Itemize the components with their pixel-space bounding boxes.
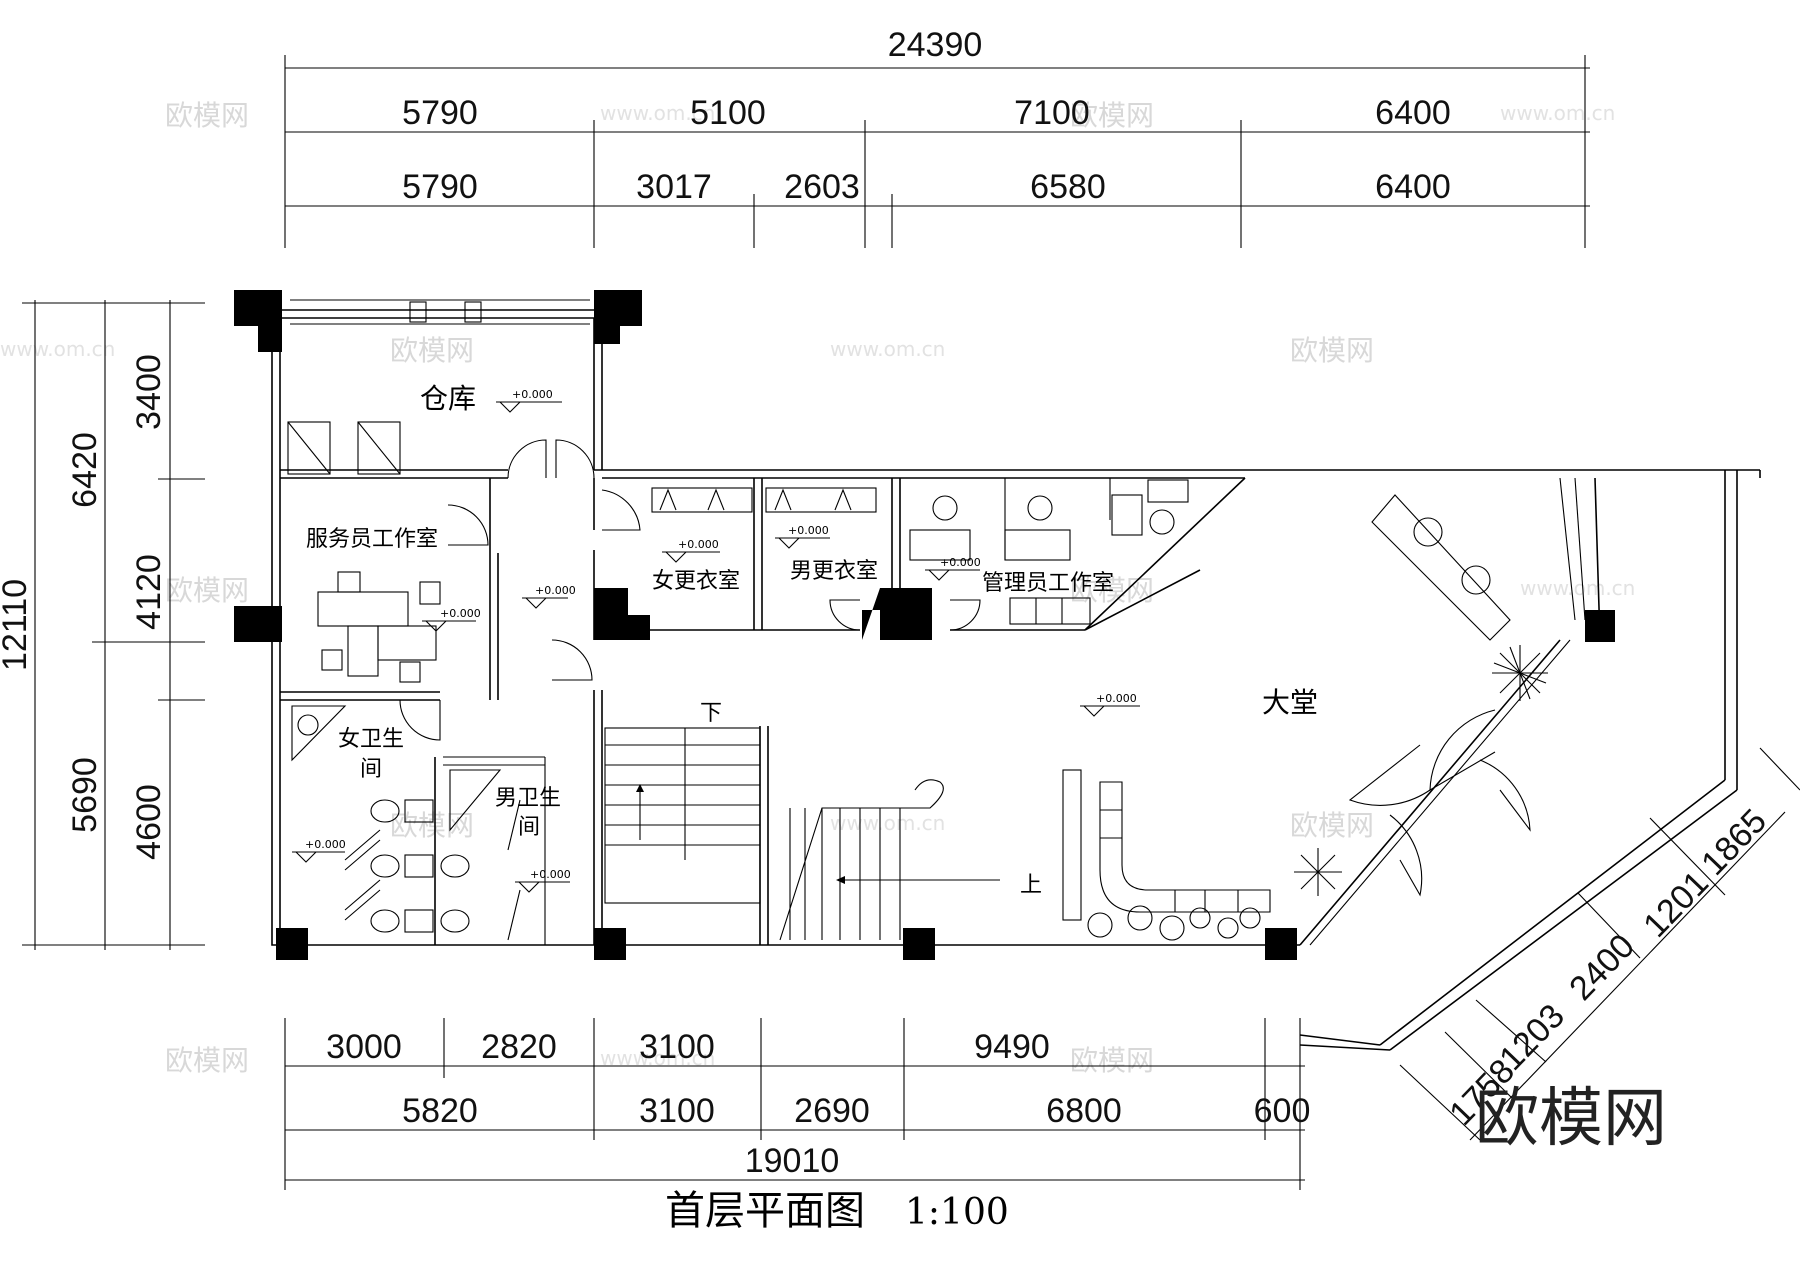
dim-bottom-9: 600 — [1254, 1092, 1311, 1130]
watermark: 欧模网 — [165, 99, 249, 132]
watermark-url: www.om.cn — [1500, 101, 1615, 125]
watermark-url: www.om.cn — [0, 337, 115, 361]
room-female-wc-line2: 间 — [360, 757, 382, 782]
dim-top-1: 5790 — [402, 94, 478, 132]
bottom-dimensions: 3000 2820 3100 9490 5820 3100 2690 6800 … — [284, 1018, 1311, 1190]
watermark-url: www.om.cn — [1520, 576, 1635, 600]
dim-overall-bottom: 19010 — [745, 1142, 840, 1180]
room-labels: 仓库 服务员工作室 女卫生 间 男卫生 间 女更衣室 男更衣室 管理员工作室 大… — [306, 382, 1318, 898]
dim-top-5: 5790 — [402, 168, 478, 206]
service-office-furniture — [317, 571, 441, 683]
watermark: 欧模网 — [390, 334, 474, 367]
dim-left-4: 4120 — [130, 554, 168, 630]
doors — [399, 439, 1531, 897]
level-label: +0.000 — [678, 538, 719, 551]
level-label: +0.000 — [788, 524, 829, 537]
dim-left-1: 6420 — [66, 432, 104, 508]
room-admin-office: 管理员工作室 — [982, 571, 1114, 596]
drawing-title-name: 首层平面图 — [665, 1188, 865, 1234]
room-male-wc-line2: 间 — [518, 815, 540, 840]
dim-diag-3: 2400 — [1562, 927, 1642, 1008]
dim-overall-left: 12110 — [0, 579, 34, 671]
brand-logo: 欧模网 — [1475, 1082, 1667, 1156]
admin-office-furniture — [909, 479, 1189, 625]
dim-bottom-8: 6800 — [1046, 1092, 1122, 1130]
dim-overall-top: 24390 — [888, 26, 983, 64]
top-dimensions: 24390 5790 5100 7100 6400 5790 3017 2603… — [284, 26, 1590, 248]
drawing-title: 首层平面图 1:100 — [665, 1188, 1009, 1234]
columns — [234, 290, 1615, 960]
dim-bottom-5: 5820 — [402, 1092, 478, 1130]
dim-top-2: 5100 — [690, 94, 766, 132]
dim-bottom-6: 3100 — [639, 1092, 715, 1130]
dim-top-7: 2603 — [784, 168, 860, 206]
dim-top-4: 6400 — [1375, 94, 1451, 132]
level-label: +0.000 — [305, 838, 346, 851]
room-warehouse: 仓库 — [420, 382, 476, 415]
room-female-locker: 女更衣室 — [652, 569, 740, 594]
left-dimensions: 12110 6420 5690 3400 4120 4600 — [0, 300, 205, 950]
watermark: 欧模网 — [165, 574, 249, 607]
stair-up-label: 上 — [1020, 873, 1042, 898]
watermark-url: www.om.cn — [830, 337, 945, 361]
level-label: +0.000 — [535, 584, 576, 597]
warehouse-shelves — [287, 421, 401, 475]
sanitary-fixtures — [291, 705, 502, 933]
dim-top-8: 6580 — [1030, 168, 1106, 206]
dim-top-3: 7100 — [1014, 94, 1090, 132]
room-male-locker: 男更衣室 — [790, 559, 878, 584]
level-label: +0.000 — [530, 868, 571, 881]
dim-top-6: 3017 — [636, 168, 712, 206]
dim-diag-2: 1201 — [1636, 864, 1716, 945]
drawing-title-scale: 1:100 — [905, 1192, 1009, 1233]
dim-bottom-3: 3100 — [639, 1028, 715, 1066]
dim-bottom-4: 9490 — [974, 1028, 1050, 1066]
watermark: 欧模网 — [1070, 99, 1154, 132]
room-lobby: 大堂 — [1262, 686, 1318, 719]
lobby-furniture — [1062, 477, 1586, 921]
dim-bottom-1: 3000 — [326, 1028, 402, 1066]
room-service-office: 服务员工作室 — [306, 527, 438, 552]
walls — [271, 299, 1761, 1051]
plants — [1087, 645, 1548, 941]
room-male-wc-line1: 男卫生 — [495, 786, 561, 811]
watermark: 欧模网 — [165, 1044, 249, 1077]
watermark-url: www.om.cn — [600, 101, 715, 125]
level-label: +0.000 — [940, 556, 981, 569]
watermark: 欧模网 — [1290, 334, 1374, 367]
dim-left-2: 5690 — [66, 757, 104, 833]
level-markers: +0.000 +0.000 +0.000 +0.000 +0.000 +0.00… — [292, 388, 1140, 893]
dim-left-5: 4600 — [130, 784, 168, 860]
locker-cabinets — [651, 487, 877, 513]
dim-left-3: 3400 — [130, 354, 168, 430]
level-label: +0.000 — [512, 388, 553, 401]
dim-top-9: 6400 — [1375, 168, 1451, 206]
stairs — [604, 727, 1000, 941]
dim-bottom-2: 2820 — [481, 1028, 557, 1066]
watermarks: 欧模网 www.om.cn 欧模网 www.om.cn 欧模网 www.om.c… — [0, 99, 1635, 1077]
level-label: +0.000 — [1096, 692, 1137, 705]
watermark-url: www.om.cn — [830, 811, 945, 835]
stair-down-label: 下 — [700, 701, 722, 726]
watermark: 欧模网 — [1290, 809, 1374, 842]
room-female-wc-line1: 女卫生 — [338, 727, 404, 752]
dim-bottom-7: 2690 — [794, 1092, 870, 1130]
watermark: 欧模网 — [390, 809, 474, 842]
level-label: +0.000 — [440, 607, 481, 620]
watermark: 欧模网 — [1070, 1044, 1154, 1077]
